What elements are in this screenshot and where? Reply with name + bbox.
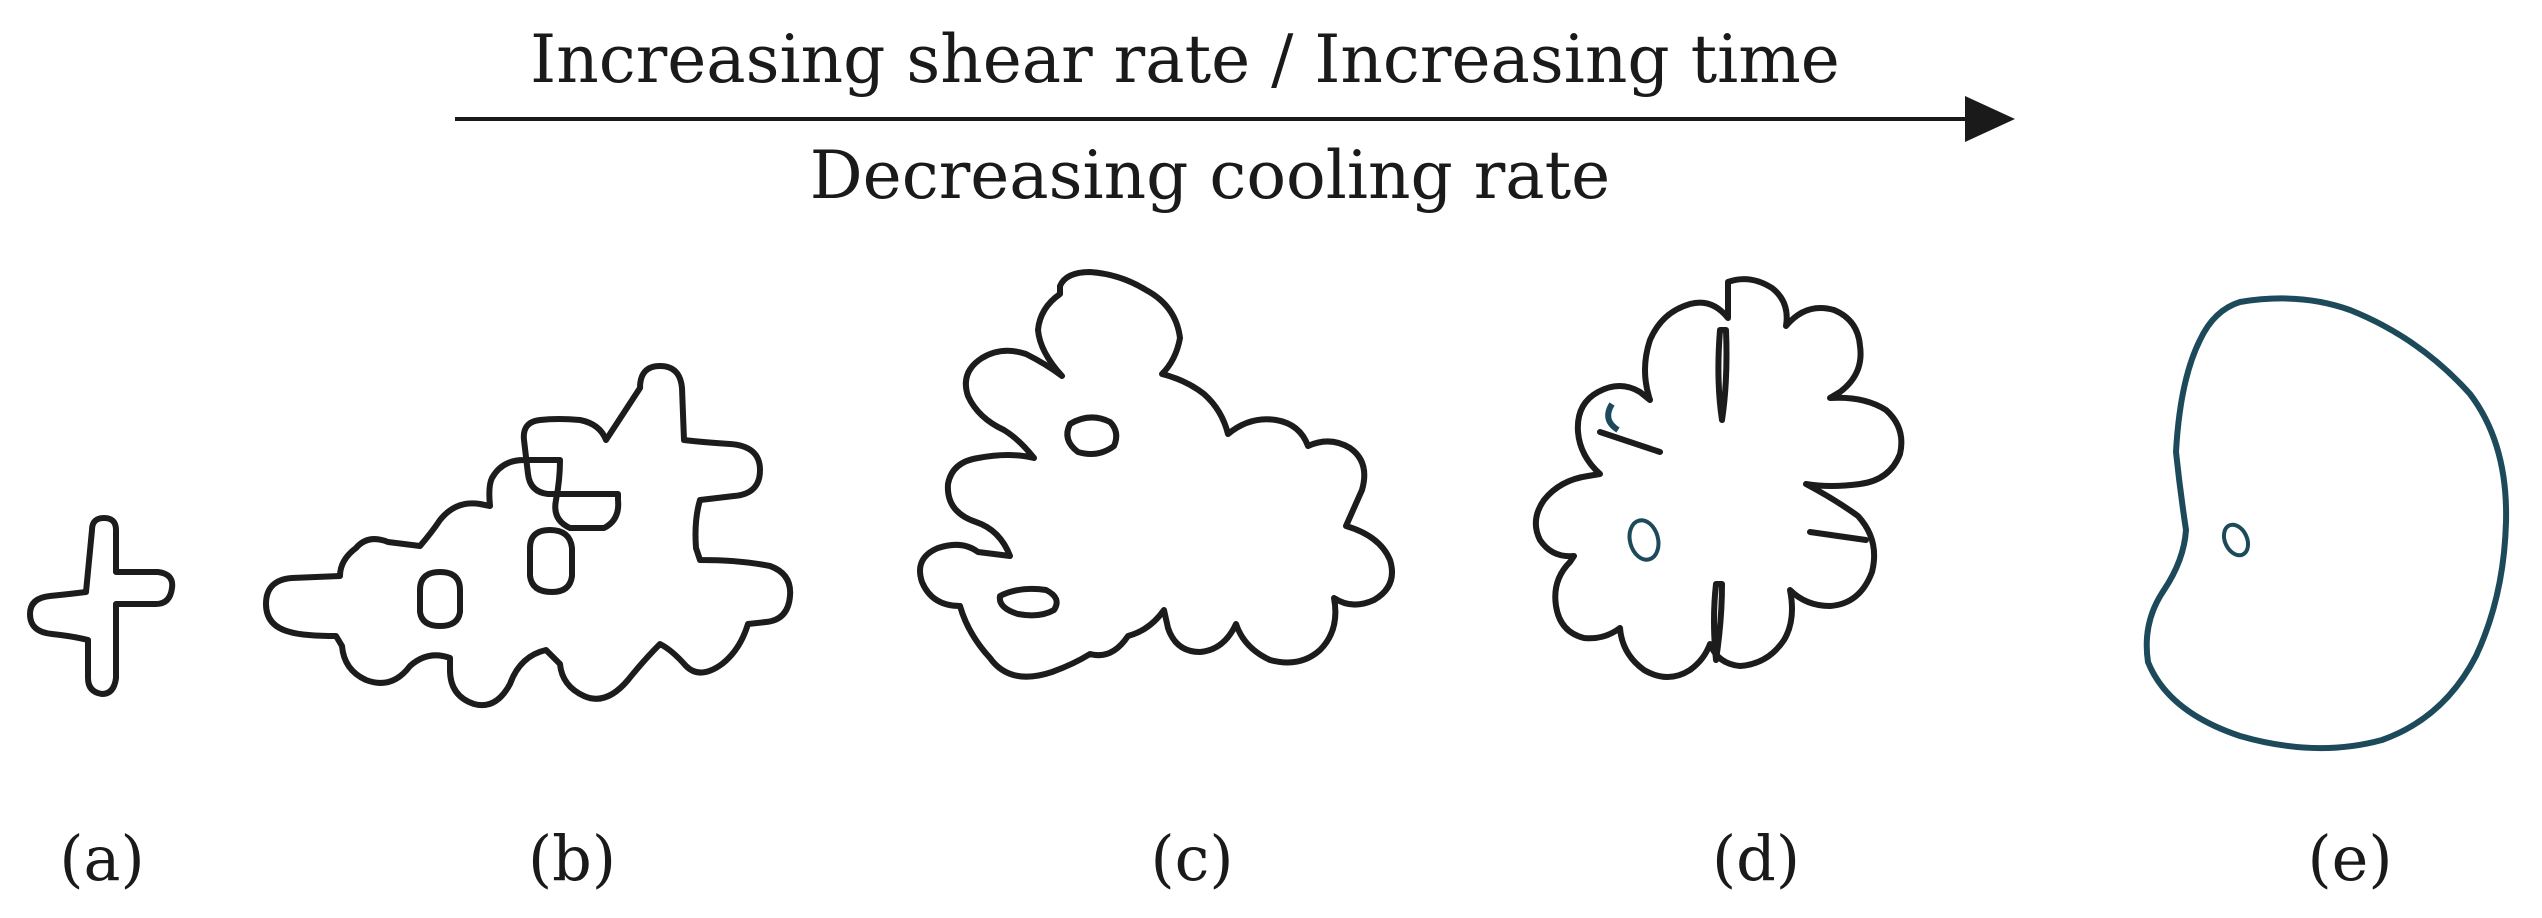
- coarsened-dendrite-icon: [917, 269, 1395, 680]
- panel-label-b: (b): [528, 822, 616, 895]
- panel-label-c: (c): [1150, 822, 1233, 895]
- process-arrow: Increasing shear rate / Increasing time …: [455, 21, 2015, 214]
- rosette-pore: [1627, 518, 1661, 562]
- globular-pore: [2221, 522, 2251, 558]
- small-cross-dendrite-icon: [27, 515, 176, 697]
- arrow-head-icon: [1965, 96, 2015, 142]
- arrow-label-bottom: Decreasing cooling rate: [810, 137, 1610, 214]
- globular-particle-icon: [2143, 295, 2510, 752]
- arrow-label-top: Increasing shear rate / Increasing time: [530, 21, 1840, 98]
- rosette-icon: [1532, 276, 1905, 680]
- panel-label-e: (e): [2307, 822, 2392, 895]
- panel-label-d: (d): [1712, 822, 1800, 895]
- branched-dendrite-icon: [263, 363, 794, 708]
- panel-label-a: (a): [59, 822, 144, 895]
